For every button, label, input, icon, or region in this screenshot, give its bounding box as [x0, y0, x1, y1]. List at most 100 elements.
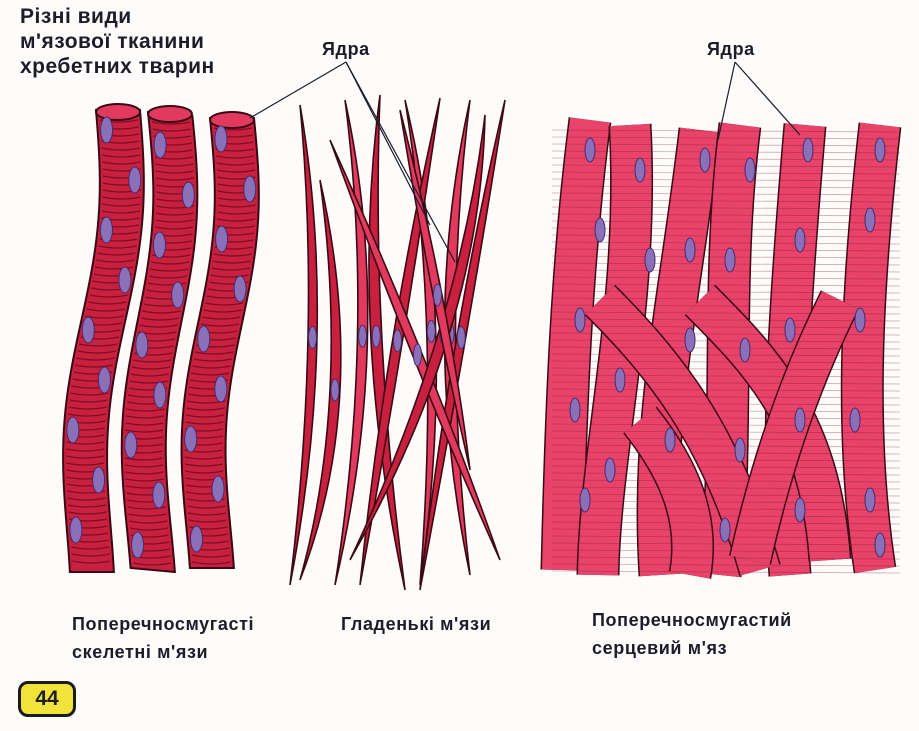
nucleus [579, 487, 591, 513]
pointer-line [717, 61, 736, 141]
striation-line [188, 519, 227, 523]
smooth-muscle-cell [349, 114, 486, 561]
nuclei-label-left: Ядра [322, 39, 370, 59]
striation-line [71, 553, 110, 557]
caption-cardiac-line-1: Поперечносмугастий [592, 610, 792, 630]
striation-line [187, 512, 227, 516]
striation-line [129, 380, 168, 384]
striation-line [551, 486, 901, 490]
striation-line [125, 422, 164, 426]
nucleus [131, 531, 145, 559]
striation-line [551, 213, 901, 217]
cardiac-fiber [730, 291, 858, 565]
nucleus [784, 317, 796, 343]
page-number-badge: 44 [18, 681, 76, 717]
striation-line [551, 374, 901, 378]
skeletal-fiber [180, 117, 260, 569]
striation-line [551, 150, 901, 154]
fiber-end-cap [147, 105, 193, 123]
cardiac-fiber [842, 122, 900, 574]
striation-line [551, 409, 901, 413]
striation-line [86, 308, 125, 312]
striation-line [217, 169, 256, 173]
striation-line [551, 157, 901, 161]
striation-line [551, 444, 901, 448]
striation-line [101, 147, 140, 151]
striation-line [184, 456, 223, 460]
striation-line [551, 227, 901, 231]
nuclei-pointer-lines [249, 61, 801, 263]
nucleus [739, 337, 751, 363]
striation-line [186, 407, 225, 411]
nucleus [97, 366, 111, 394]
striation-line [551, 325, 901, 329]
striation-line [551, 556, 901, 560]
nucleus [330, 378, 340, 402]
striation-line [551, 241, 901, 245]
striation-line [74, 364, 114, 368]
nucleus [124, 431, 138, 459]
striation-line [187, 505, 226, 509]
nucleus [426, 319, 436, 343]
nucleus [724, 247, 736, 273]
nucleus [584, 137, 596, 163]
striation-line [203, 309, 242, 313]
caption-cardiac-line-2: серцевий м'яз [592, 638, 728, 658]
striation-line [551, 192, 901, 196]
striation-line [150, 268, 189, 272]
nucleus [794, 407, 806, 433]
striation-line [551, 129, 901, 133]
nucleus [214, 125, 228, 153]
fiber-end-cap [95, 103, 141, 121]
striation-line [212, 260, 251, 264]
striation-line [154, 226, 194, 230]
cardiac-muscle-drawing [540, 117, 902, 579]
striation-line [102, 196, 141, 200]
nucleus [308, 326, 317, 349]
striation-line [210, 274, 249, 278]
striation-line [192, 561, 231, 565]
striation-line [128, 513, 167, 517]
striation-line [551, 381, 901, 385]
striation-line [98, 245, 137, 249]
nucleus [634, 157, 646, 183]
striation-line [68, 511, 107, 515]
striation-line [189, 526, 228, 530]
striation-line [76, 357, 115, 361]
nucleus [152, 481, 166, 509]
striation-line [216, 155, 255, 159]
striation-line [184, 470, 224, 474]
nucleus [794, 227, 806, 253]
striation-line [96, 259, 135, 263]
nucleus [153, 131, 167, 159]
striation-line [132, 359, 172, 363]
nucleus [744, 157, 756, 183]
striation-line [551, 178, 901, 182]
striation-line [130, 373, 169, 377]
striation-line [151, 121, 191, 125]
striation-line [205, 302, 244, 306]
striation-line [551, 367, 901, 371]
nucleus [569, 397, 581, 423]
striation-line [193, 358, 232, 362]
nucleus [135, 331, 149, 359]
striation-line [551, 500, 901, 504]
nucleus [197, 325, 211, 353]
skeletal-fiber [62, 109, 145, 573]
striation-line [217, 211, 256, 215]
striation-line [89, 294, 128, 298]
striation-line [551, 143, 901, 147]
striation-line [551, 220, 901, 224]
striation-line [184, 463, 223, 467]
nucleus [214, 375, 228, 403]
striation-line [124, 429, 164, 433]
striation-line [551, 493, 901, 497]
striation-line [551, 549, 901, 553]
striation-line [194, 351, 234, 355]
smooth-muscle-cell [299, 179, 342, 581]
striation-line [124, 464, 164, 468]
cardiac-fiber [542, 117, 610, 571]
striation-line [67, 413, 107, 417]
striation-line [71, 546, 110, 550]
nucleus [874, 137, 886, 163]
